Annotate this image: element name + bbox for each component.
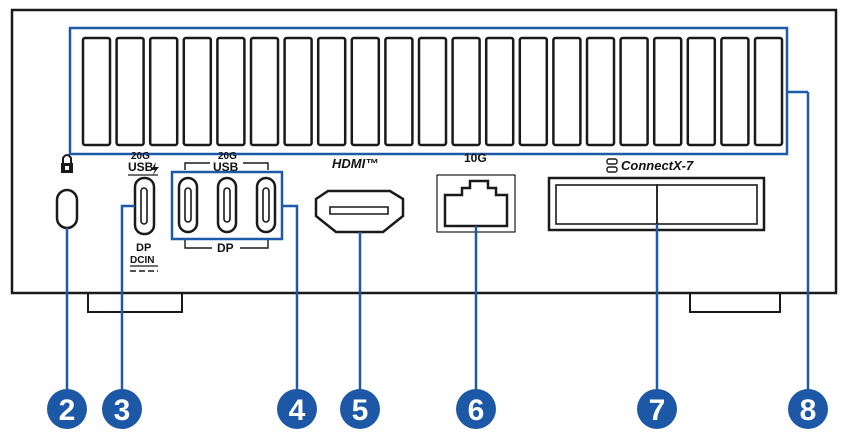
callout-badge-4: 4 [277, 389, 317, 429]
hdmi-label: HDMI™ [332, 156, 378, 171]
vent-slot [518, 36, 549, 147]
vent-slot [216, 36, 246, 147]
usb-group-top-bracket [184, 162, 269, 170]
hdmi-port [314, 189, 405, 234]
vent-slot [249, 36, 280, 147]
kensington-lock-slot [55, 188, 79, 230]
vent-slot [350, 36, 381, 147]
vent-slot [283, 36, 313, 147]
lightning-icon [151, 162, 159, 176]
vent-slot [115, 36, 145, 147]
callout-badge-8: 8 [788, 389, 828, 429]
usbc-port-3 [255, 176, 277, 234]
usb-group-speed-label: 20G [218, 151, 237, 162]
svg-text:7: 7 [649, 394, 666, 427]
lan-speed-label: 10G [464, 151, 487, 165]
chassis-foot-left [87, 293, 183, 313]
rj45-port [443, 179, 509, 228]
svg-text:2: 2 [59, 394, 76, 427]
hdmi-port-inner [329, 206, 389, 215]
usb-group-bottom-bracket [184, 240, 269, 249]
usbc-port-2 [216, 176, 238, 234]
svg-text:8: 8 [800, 394, 817, 427]
vent-slot [81, 36, 112, 147]
svg-text:5: 5 [352, 394, 369, 427]
callout-badge-5: 5 [340, 389, 380, 429]
vent-slot [753, 36, 784, 147]
dcin-label: DCIN [130, 255, 154, 266]
usb-left-name-label: USB [128, 160, 154, 174]
usbc-port-1-tongue [184, 187, 192, 223]
vent-slot [316, 36, 347, 147]
vent-slot [585, 36, 616, 147]
usbc-power-callout-leader [120, 204, 135, 390]
usbc-port-1 [177, 176, 199, 234]
vent-slot [552, 36, 582, 147]
callout-badge-7: 7 [637, 389, 677, 429]
svg-text:3: 3 [114, 394, 131, 427]
vent-slot [182, 36, 213, 147]
callout-badge-3: 3 [102, 389, 142, 429]
kensington-lock-icon [61, 154, 73, 173]
vent-slot [619, 36, 649, 147]
vent-slot-group [81, 36, 784, 147]
vent-slot [652, 36, 683, 147]
svg-text:6: 6 [468, 394, 485, 427]
svg-text:4: 4 [289, 394, 306, 427]
dp-left-label: DP [136, 242, 151, 254]
dp-group-label: DP [217, 241, 234, 255]
vent-slot [384, 36, 414, 147]
callout-badge-2: 2 [47, 389, 87, 429]
usbc-port-power-tongue [140, 187, 148, 225]
vent-slot [417, 36, 448, 147]
vent-slot [720, 36, 750, 147]
vent-slot [686, 36, 717, 147]
usbc-port-power [133, 176, 156, 236]
vent-slot [484, 36, 515, 147]
usbc-group-callout-leader [282, 204, 299, 390]
chassis-foot-right [689, 293, 781, 313]
vent-slot [451, 36, 481, 147]
network-link-icon [606, 158, 618, 173]
connectx-port-right [656, 184, 758, 225]
usb-left-speed-label: 20G [131, 151, 150, 162]
usbc-port-3-tongue [262, 187, 270, 223]
vent-slot [148, 36, 179, 147]
usb-group-name-label: USB [213, 160, 239, 174]
callout-badge-6: 6 [456, 389, 496, 429]
usbc-port-2-tongue [223, 187, 231, 223]
connectx-label: ConnectX-7 [621, 158, 694, 173]
